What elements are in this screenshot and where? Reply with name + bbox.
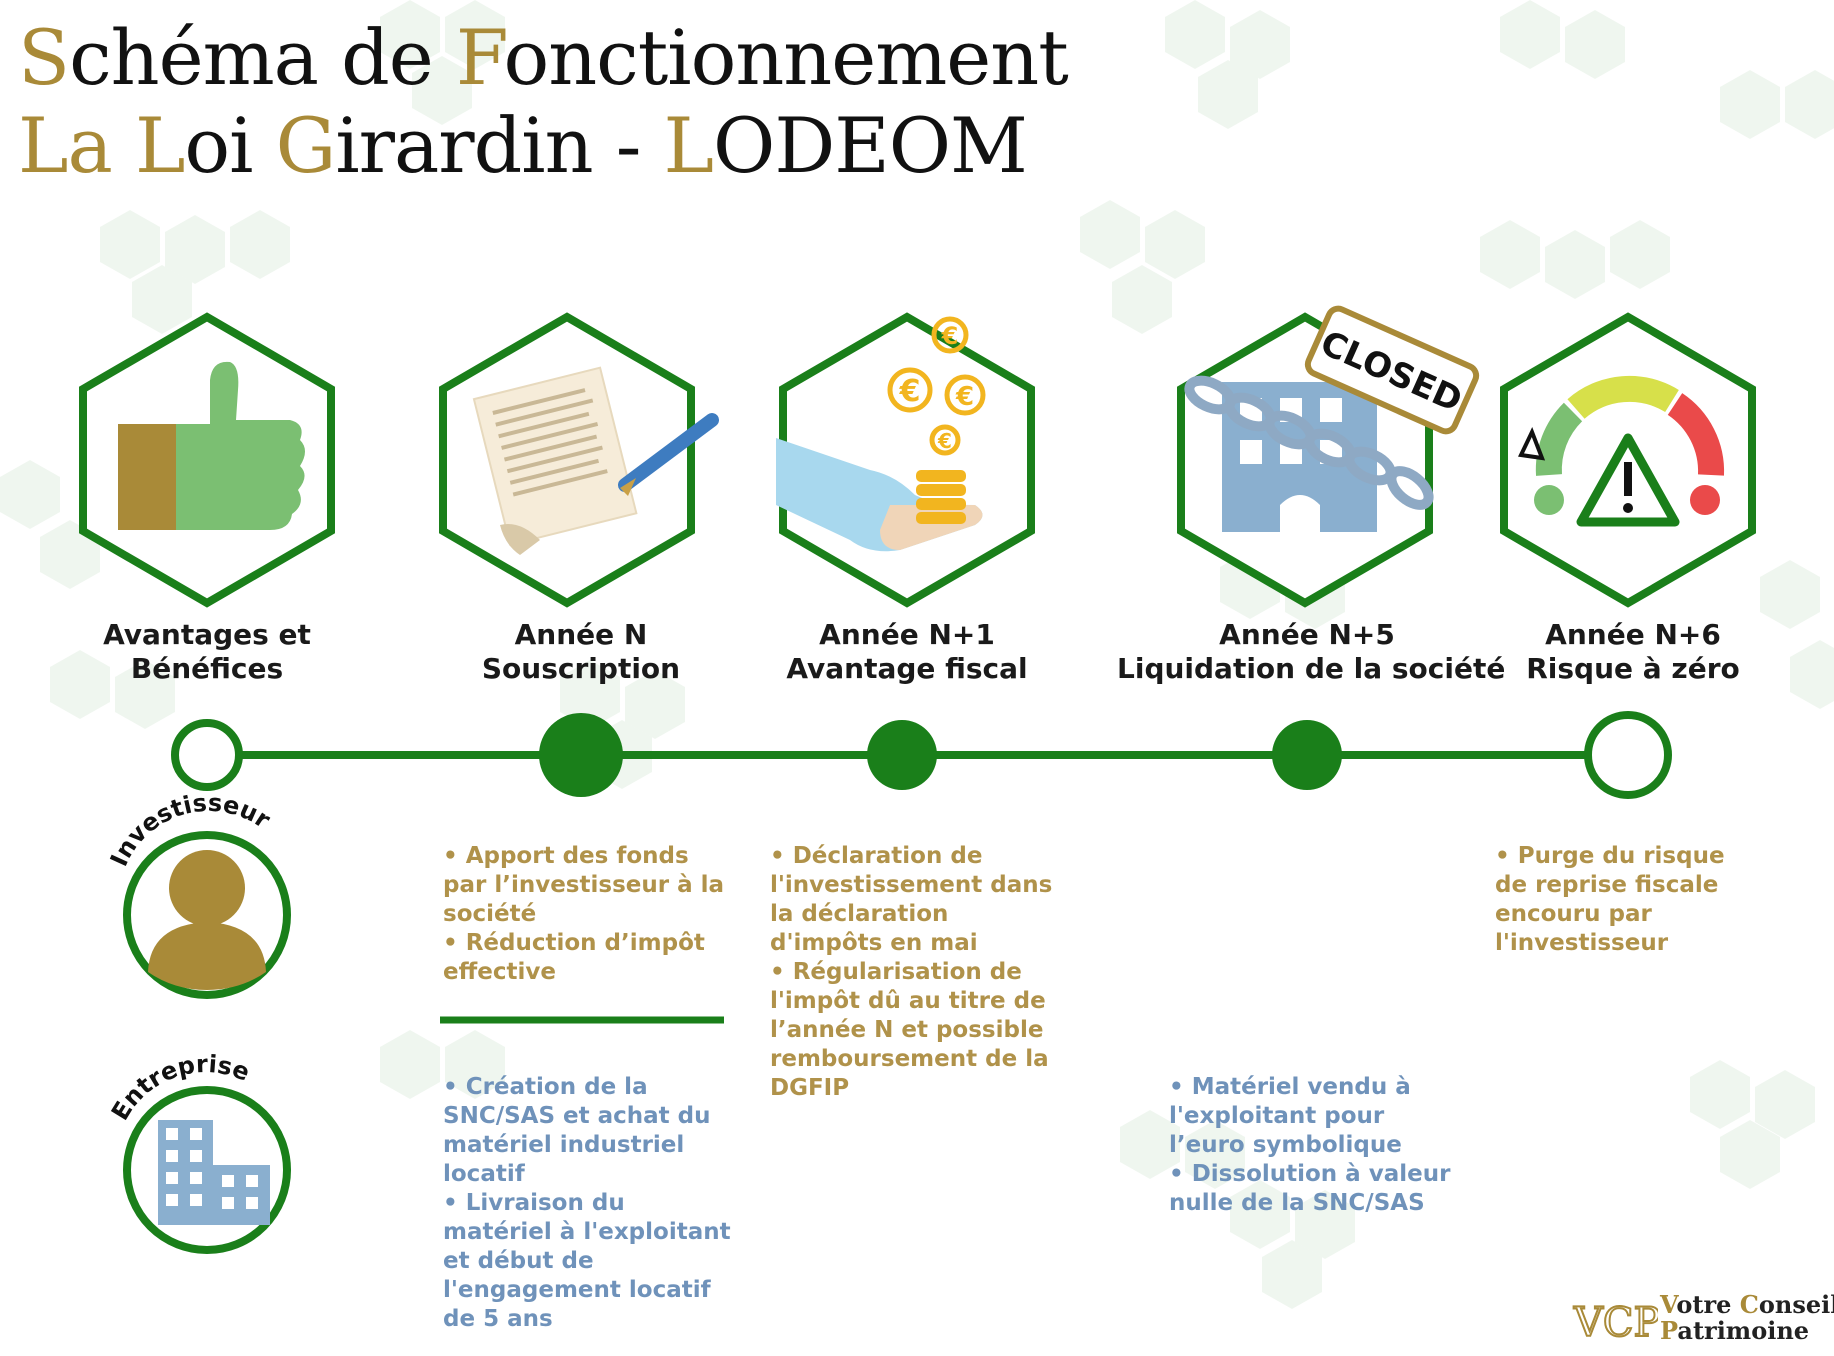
investor-note: • Apport des fonds par l’investisseur à …: [443, 843, 725, 927]
phase-label-annee-n-line1: Année N: [514, 618, 648, 651]
phase-label-annee-n5: Année N+5 Liquidation de la société: [1117, 618, 1506, 686]
phase-label-annee-n6-line1: Année N+6: [1545, 618, 1721, 651]
company-building-icon: [123, 1086, 291, 1254]
investor-notes-annee-n: • Apport des fonds par l’investisseur à …: [443, 842, 733, 987]
euro-coins-hand-icon: € € € €: [776, 312, 1035, 608]
svg-text:€: €: [899, 374, 921, 409]
phase-label-annee-n5-line1: Année N+5: [1219, 618, 1395, 651]
timeline-node-annee-n6: [1584, 711, 1672, 799]
brand-logo-text: Votre Conseil Patrimoine: [1660, 1292, 1834, 1344]
timeline: [171, 711, 1672, 799]
investor-note: • Purge du risque de reprise fiscale enc…: [1495, 843, 1725, 956]
phase-label-advantages: Avantages et Bénéfices: [87, 618, 327, 686]
phase-label-annee-n1: Année N+1 Avantage fiscal: [767, 618, 1047, 686]
investor-note: • Réduction d’impôt effective: [443, 930, 705, 985]
phase-label-annee-n6: Année N+6 Risque à zéro: [1518, 618, 1748, 686]
vcp-monogram-icon: VCP: [1572, 1299, 1658, 1347]
logo-v: V: [1660, 1290, 1677, 1319]
vcp-monogram-text: VCP: [1573, 1300, 1658, 1346]
title-text-onctionnement: onctionnement: [503, 13, 1068, 102]
logo-atrimoine: atrimoine: [1677, 1316, 1810, 1345]
title-text-irardin: irardin -: [335, 101, 664, 190]
svg-text:€: €: [955, 382, 974, 412]
investor-avatar-icon: [123, 831, 291, 999]
phase-label-advantages-line2: Bénéfices: [130, 652, 284, 685]
page-title: Schéma de Fonctionnement La Loi Girardin…: [18, 13, 1069, 190]
phase-label-annee-n: Année N Souscription: [461, 618, 701, 686]
company-note: • Matériel vendu à l'exploitant pour l’e…: [1169, 1074, 1411, 1158]
phase-label-annee-n-line2: Souscription: [481, 652, 681, 685]
svg-text:€: €: [937, 429, 952, 453]
title-text-la: La: [18, 101, 135, 190]
company-note: • Dissolution à valeur nulle de la SNC/S…: [1169, 1161, 1451, 1216]
title-text-oi: oi: [184, 101, 276, 190]
logo-p: P: [1660, 1316, 1678, 1345]
logo-otre: otre: [1676, 1290, 1740, 1319]
phase-label-annee-n1-line2: Avantage fiscal: [786, 652, 1028, 685]
title-letter-g: G: [275, 101, 337, 190]
title-letter-f: F: [455, 13, 505, 102]
logo-c: C: [1739, 1290, 1759, 1319]
investor-notes-annee-n6: • Purge du risque de reprise fiscale enc…: [1495, 842, 1725, 958]
title-line-1: Schéma de Fonctionnement: [18, 13, 1069, 102]
timeline-node-annee-n: [539, 713, 623, 797]
company-notes-annee-n: • Création de la SNC/SAS et achat du mat…: [443, 1073, 733, 1334]
title-text-odeom: ODEOM: [713, 101, 1028, 190]
timeline-node-advantages: [171, 719, 243, 791]
company-note: • Livraison du matériel à l'exploitant e…: [443, 1190, 731, 1332]
title-letter-s: S: [18, 13, 70, 102]
phase-label-annee-n6-line2: Risque à zéro: [1526, 652, 1740, 685]
phase-label-annee-n1-line1: Année N+1: [819, 618, 995, 651]
investor-note: • Régularisation de l'impôt dû au titre …: [770, 959, 1049, 1101]
phase-label-annee-n5-line2: Liquidation de la société: [1117, 652, 1506, 685]
logo-onseil: onseil: [1758, 1290, 1834, 1319]
brand-logo: VCP Votre Conseil Patrimoine: [1572, 1290, 1834, 1350]
title-line-2: La Loi Girardin - LODEOM: [18, 102, 1068, 190]
investor-note: • Déclaration de l'investissement dans l…: [770, 843, 1053, 956]
title-letter-l2: L: [663, 101, 714, 190]
contract-signing-icon: [439, 312, 719, 608]
title-letter-l: L: [134, 101, 185, 190]
timeline-node-annee-n5: [1272, 720, 1342, 790]
closed-building-icon: CLOSED: [1177, 305, 1480, 608]
timeline-node-annee-n1: [867, 720, 937, 790]
thumbs-up-icon: [79, 312, 335, 608]
company-note: • Création de la SNC/SAS et achat du mat…: [443, 1074, 711, 1187]
phase-label-advantages-line1: Avantages et: [103, 618, 311, 651]
company-notes-annee-n5: • Matériel vendu à l'exploitant pour l’e…: [1169, 1073, 1459, 1218]
title-text-chema: chéma de: [69, 13, 456, 102]
risk-gauge-icon: [1500, 312, 1756, 608]
investor-notes-annee-n1: • Déclaration de l'investissement dans l…: [770, 842, 1060, 1103]
svg-text:€: €: [941, 322, 959, 350]
